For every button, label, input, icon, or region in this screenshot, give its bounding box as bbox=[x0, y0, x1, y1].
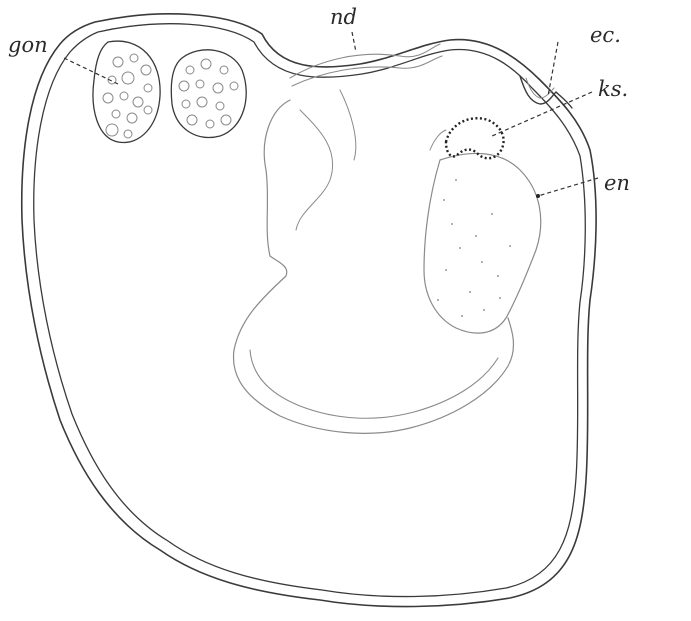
gonad-right bbox=[171, 50, 246, 138]
label-gon: gon bbox=[8, 33, 48, 57]
nerve-thickening bbox=[290, 44, 442, 86]
label-en: en bbox=[604, 171, 630, 195]
gonad-left bbox=[93, 41, 160, 142]
endoderm-mass bbox=[424, 153, 541, 333]
label-ks: ks. bbox=[598, 77, 628, 101]
ks-structure bbox=[430, 118, 504, 158]
leader-lines bbox=[64, 32, 598, 198]
label-ec: ec. bbox=[590, 23, 621, 47]
endoderm-outline bbox=[233, 90, 513, 433]
label-nd: nd bbox=[330, 5, 357, 29]
